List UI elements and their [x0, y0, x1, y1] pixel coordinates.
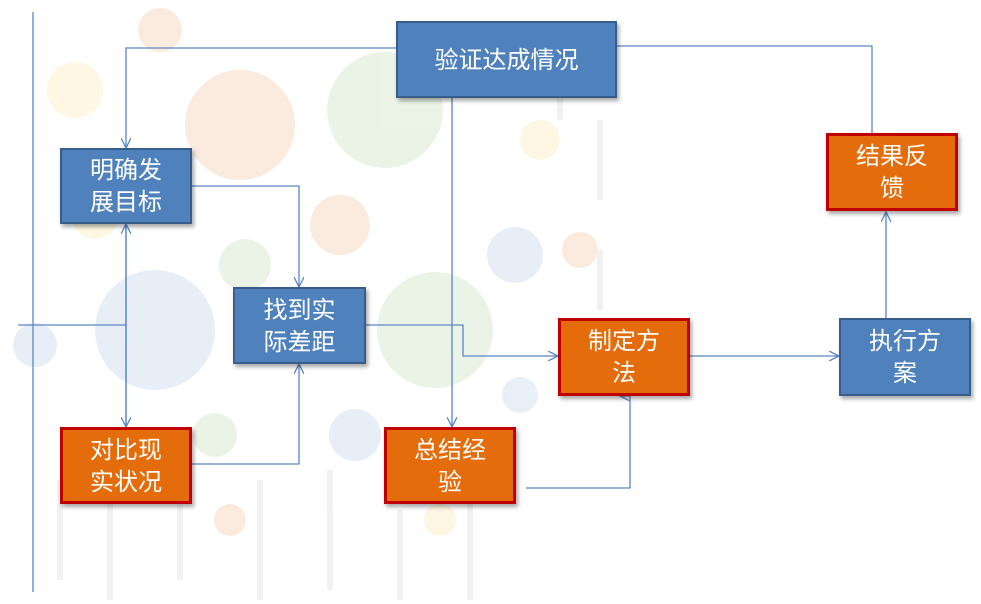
edge-summary-to-method: [526, 396, 631, 489]
customer-icon: [95, 270, 215, 390]
edge-verify-to-goal: [126, 47, 396, 148]
node-gap: 找到实 际差距: [233, 287, 366, 364]
node-method-label: 制定方 法: [588, 327, 660, 387]
at-icon: [219, 239, 271, 291]
phone-icon: [185, 70, 295, 180]
node-goal: 明确发 展目标: [60, 148, 192, 224]
node-summary: 总结经 验: [384, 427, 516, 504]
node-feedback: 结果反 馈: [826, 133, 958, 211]
edge-gap-to-method: [366, 324, 558, 356]
mail-icon: [329, 409, 381, 461]
node-compare-label: 对比现 实状况: [90, 435, 162, 496]
node-verify: 验证达成情况: [396, 21, 617, 98]
twitter-icon: [487, 227, 543, 283]
node-gap-label: 找到实 际差距: [263, 295, 336, 356]
node-feedback-label: 结果反 馈: [856, 142, 928, 202]
node-compare: 对比现 实状况: [60, 427, 192, 504]
edge-feedback-to-verify: [617, 45, 873, 133]
node-summary-label: 总结经 验: [414, 435, 486, 496]
gear-icon: [310, 195, 370, 255]
node-execute: 执行方 案: [839, 318, 971, 396]
node-method: 制定方 法: [558, 318, 690, 396]
node-goal-label: 明确发 展目标: [90, 156, 162, 216]
project-icon: [377, 272, 493, 388]
node-execute-label: 执行方 案: [869, 327, 941, 387]
edge-compare-to-gap: [192, 364, 299, 465]
edge-goal-to-gap: [192, 185, 299, 287]
node-verify-label: 验证达成情况: [434, 45, 579, 74]
